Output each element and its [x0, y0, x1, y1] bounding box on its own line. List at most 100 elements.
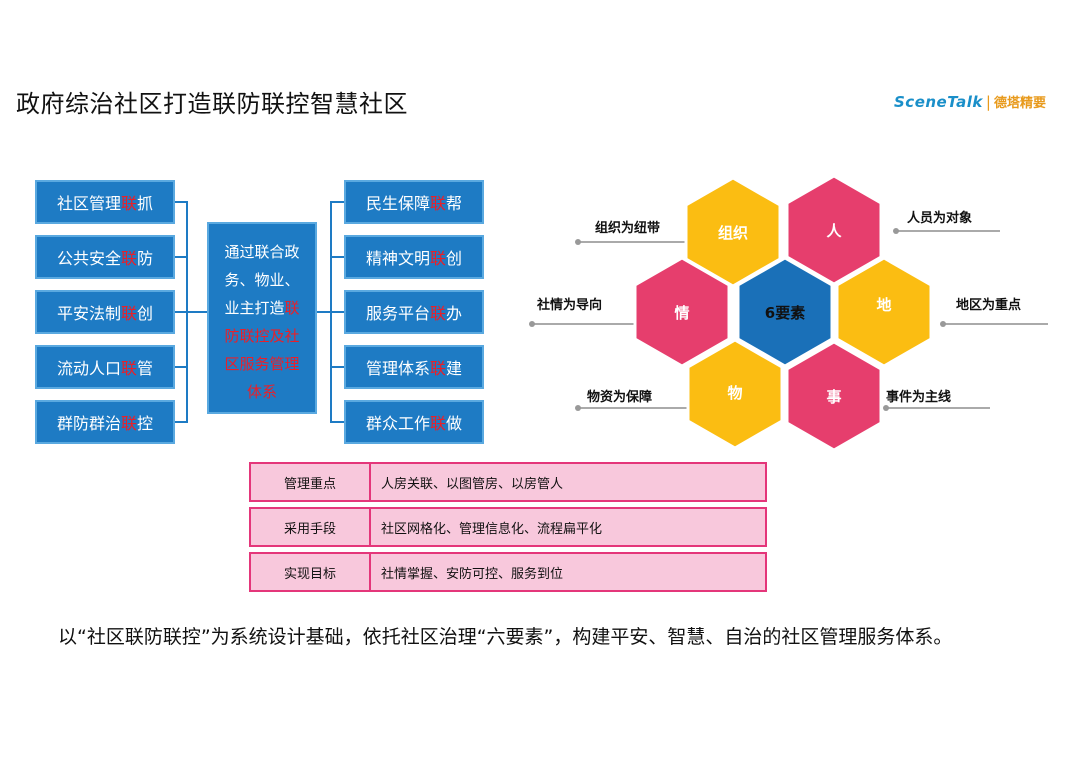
right-connector-tick: [331, 256, 344, 258]
right-item-highlight: 联: [429, 249, 446, 268]
table-row-value: 社情掌握、安防可控、服务到位: [381, 566, 564, 582]
right-item-text: 服务平台: [365, 304, 430, 323]
right-item-box: 群众工作联做: [344, 400, 484, 444]
annotation-mid-left: 社情为导向: [536, 297, 602, 313]
center-line-highlight: 防联控及社: [224, 327, 300, 345]
table-row-key: 实现目标: [251, 554, 371, 590]
right-item-suffix: 办: [446, 304, 463, 323]
table-row-key: 管理重点: [251, 464, 371, 500]
hex-label-bot-right: 事: [826, 388, 841, 406]
annotation-bot-right: 事件为主线: [886, 389, 951, 405]
right-item-text: 精神文明: [365, 249, 430, 268]
hex-label-center: 6要素: [765, 304, 805, 322]
right-item-highlight: 联: [429, 359, 446, 378]
left-connector-tick: [175, 256, 187, 258]
right-item-text: 管理体系: [365, 359, 430, 378]
hex-mid-left: [633, 256, 731, 368]
hex-top-right: [785, 174, 883, 286]
hex-label-bot-left: 物: [727, 384, 742, 402]
right-item-box: 民生保障联帮: [344, 180, 484, 224]
label-dot-bot-left: [575, 405, 581, 411]
right-item-suffix: 建: [446, 359, 463, 378]
hex-label-top-left: 组织: [718, 224, 748, 242]
left-connector-tick: [175, 366, 187, 368]
hex-label-mid-left: 情: [674, 304, 689, 322]
label-dot-mid-right: [940, 321, 946, 327]
right-connector-tick: [331, 201, 344, 203]
right-connector-tick: [331, 366, 344, 368]
center-line: 业主打造联: [209, 294, 315, 322]
left-item-box: 社区管理联抓: [35, 180, 175, 224]
hex-bot-right: [785, 340, 883, 452]
label-dot-top-right: [893, 228, 899, 234]
page-title: 政府综治社区打造联防联控智慧社区: [16, 90, 408, 118]
right-connector-tick: [331, 421, 344, 423]
hex-label-top-right: 人: [826, 222, 842, 240]
left-connector-tick: [175, 201, 187, 203]
hex-label-mid-right: 地: [876, 296, 891, 314]
left-connector-tick: [175, 311, 187, 313]
label-dot-mid-left: [529, 321, 535, 327]
left-item-text: 平安法制: [56, 304, 121, 323]
hex-top-left: [684, 176, 782, 288]
table-row-value: 社区网格化、管理信息化、流程扁平化: [381, 521, 603, 537]
right-connector-link: [317, 311, 331, 313]
right-item-highlight: 联: [429, 304, 446, 323]
right-item-highlight: 联: [429, 414, 446, 433]
center-line-highlight: 联: [284, 299, 300, 317]
center-line: 通过联合政: [224, 243, 300, 261]
right-item-text: 民生保障: [365, 194, 430, 213]
summary-text: 以“社区联防联控”为系统设计基础，依托社区治理“六要素”，构建平安、智慧、自治的…: [58, 626, 953, 648]
left-item-highlight: 联: [120, 359, 137, 378]
brand-logo: SceneTalk|德塔精要: [894, 92, 1046, 111]
left-item-text: 群防群治: [56, 414, 121, 433]
center-description-box: 通过联合政 务、物业、 业主打造联 防联控及社 区服务管理 体系: [207, 222, 317, 414]
left-item-box: 公共安全联防: [35, 235, 175, 279]
left-item-box: 流动人口联管: [35, 345, 175, 389]
left-item-box: 平安法制联创: [35, 290, 175, 334]
left-item-text: 社区管理: [56, 194, 121, 213]
right-item-box: 服务平台联办: [344, 290, 484, 334]
logo-en: SceneTalk: [894, 93, 983, 111]
hex-center: [736, 256, 834, 368]
label-dot-bot-right: [883, 405, 889, 411]
table-row: 实现目标 社情掌握、安防可控、服务到位: [249, 552, 767, 592]
left-item-suffix: 控: [137, 414, 154, 433]
left-connector-link: [187, 311, 207, 313]
right-connector-tick: [331, 311, 344, 313]
center-line-highlight: 体系: [246, 383, 277, 401]
right-item-box: 管理体系联建: [344, 345, 484, 389]
right-item-box: 精神文明联创: [344, 235, 484, 279]
left-item-highlight: 联: [120, 304, 137, 323]
logo-cn: 德塔精要: [993, 96, 1046, 111]
left-item-highlight: 联: [120, 414, 137, 433]
right-item-suffix: 做: [446, 414, 463, 433]
right-item-highlight: 联: [429, 194, 446, 213]
label-dot-top-left: [575, 239, 581, 245]
hex-bot-left: [686, 338, 784, 450]
right-item-text: 群众工作: [365, 414, 430, 433]
right-item-suffix: 帮: [446, 194, 463, 213]
left-item-suffix: 管: [137, 359, 154, 378]
left-item-suffix: 创: [137, 304, 154, 323]
left-item-suffix: 抓: [137, 194, 154, 213]
left-item-highlight: 联: [120, 194, 137, 213]
left-item-highlight: 联: [120, 249, 137, 268]
right-item-suffix: 创: [446, 249, 463, 268]
annotation-mid-right: 地区为重点: [956, 297, 1021, 313]
left-item-box: 群防群治联控: [35, 400, 175, 444]
table-row: 管理重点 人房关联、以图管房、以房管人: [249, 462, 767, 502]
logo-separator: |: [985, 93, 991, 111]
center-line: 务、物业、: [224, 271, 300, 289]
left-item-text: 流动人口: [56, 359, 121, 378]
hex-mid-right: [835, 256, 933, 368]
annotation-top-right: 人员为对象: [907, 210, 972, 226]
table-row: 采用手段 社区网格化、管理信息化、流程扁平化: [249, 507, 767, 547]
table-row-key: 采用手段: [251, 509, 371, 545]
left-item-text: 公共安全: [56, 249, 121, 268]
annotation-bot-left: 物资为保障: [587, 389, 652, 405]
center-line-highlight: 区服务管理: [224, 355, 300, 373]
left-connector-tick: [175, 421, 187, 423]
center-line-text: 业主打造: [224, 299, 285, 317]
